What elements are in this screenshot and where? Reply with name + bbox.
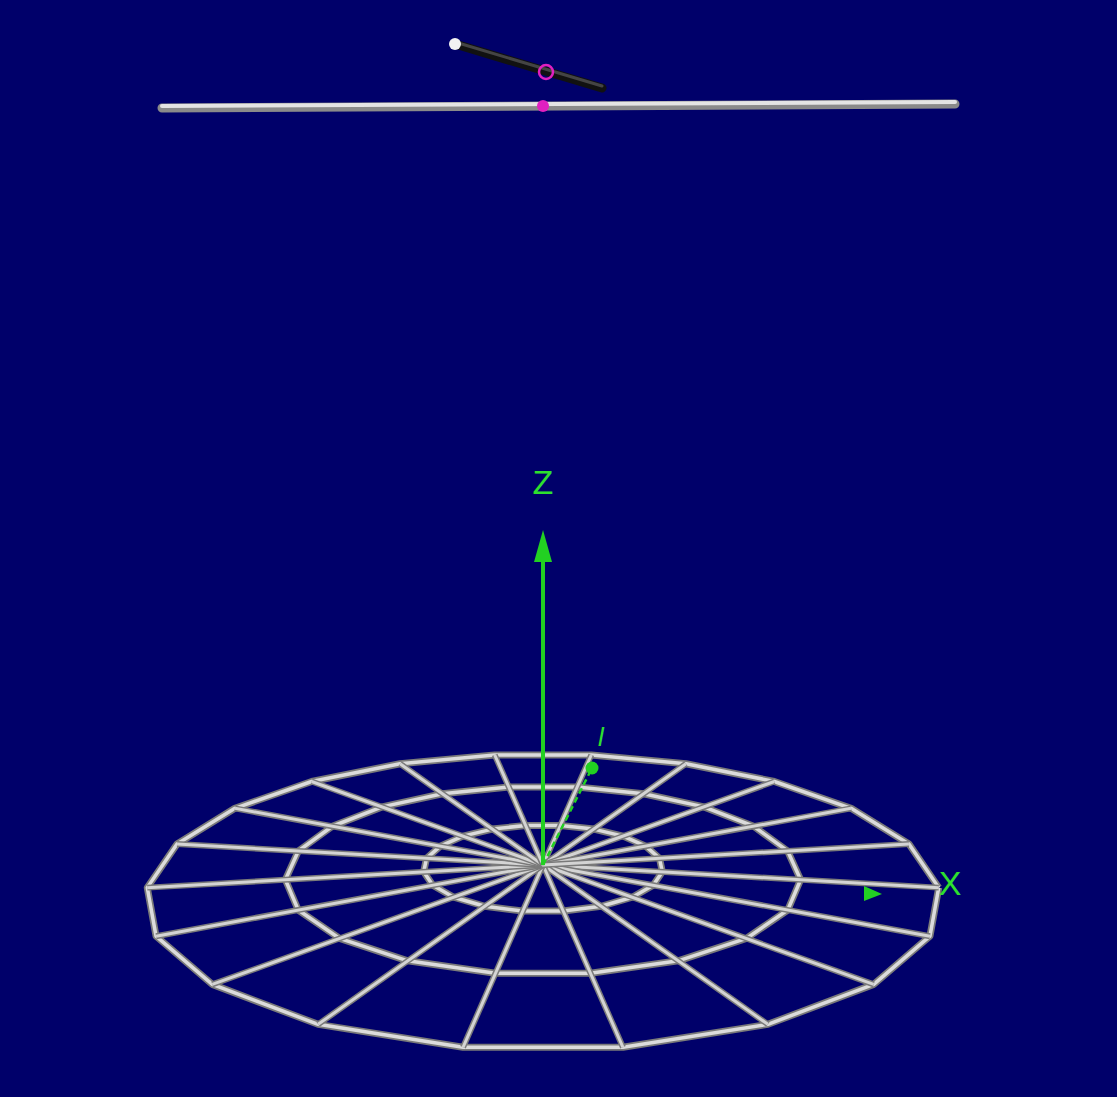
rod-end-cap [449,38,461,50]
grid-spoke-shadow [543,844,909,865]
grid-spoke [495,755,543,865]
grid-spoke-shadow [147,865,543,888]
axis-label: Z [533,465,554,499]
grid-spoke-shadow [543,865,930,936]
grid-spoke-shadow [312,781,543,865]
z-arrowhead [534,530,552,562]
grid-spoke [147,865,543,888]
grid-spoke-shadow [495,755,543,865]
pendulum-rod [455,44,602,88]
grid-spoke [543,844,909,865]
z-axis [541,552,545,865]
grid-spoke [543,865,930,936]
grid-spoke [543,865,623,1047]
grid-spoke [543,865,874,984]
pivot-ring [539,65,553,79]
grid-spoke [235,808,543,865]
grid-spoke-shadow [318,865,543,1024]
l-vector [543,772,590,865]
grid-spoke-shadow [235,808,543,865]
grid-spoke-shadow [543,865,874,984]
pivot-dot [537,100,549,112]
axis-label: X [939,866,962,900]
grid-spoke [318,865,543,1024]
x-arrowhead [864,886,882,901]
l-vector-tip [586,762,599,775]
grid-spoke-shadow [543,865,623,1047]
pendulum-rod-highlight [455,42,602,86]
rod-highlight [162,102,955,106]
vector-label: l [598,724,604,750]
grid-spoke [312,781,543,865]
